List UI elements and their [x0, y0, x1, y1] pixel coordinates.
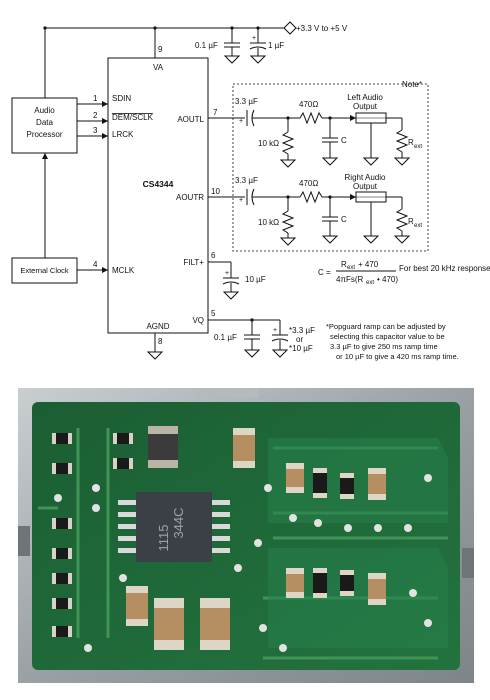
right-r10k-label: 10 kΩ: [258, 218, 279, 227]
formula-numerator: R: [341, 260, 347, 269]
vq-cap-or-label: or: [296, 335, 303, 344]
audio-data-processor: Audio Data Processor: [11, 97, 78, 154]
cs4344-chip-photo: 344C 1115: [118, 492, 230, 562]
right-output-line-2: Output: [353, 182, 378, 191]
formula-numerator-sub: ext: [347, 265, 355, 271]
pin-va-number: 9: [158, 45, 163, 54]
supply-rail: +3.3 V to +5 V 9: [43, 21, 348, 98]
right-lower-components: [286, 568, 386, 605]
pin-vq: VQ: [192, 316, 204, 325]
right-c-label: C: [341, 215, 347, 224]
formula-note: For best 20 kHz response: [399, 264, 490, 273]
note-label: Note*: [402, 80, 422, 89]
schematic-diagram: +3.3 V to +5 V 9 0.1 µF + 1 µF CS4344 VA…: [11, 21, 490, 361]
right-rext-label: R: [408, 217, 414, 226]
pin-mclk: MCLK: [112, 266, 135, 275]
ceramic-cap-bottom: [126, 586, 148, 626]
pin-aoutl-number: 7: [213, 108, 218, 117]
left-output-filter: 7 3.3 µF + 470Ω 10 kΩ C Left Audio Outpu…: [208, 93, 422, 168]
right-output-line-1: Right Audio: [345, 173, 386, 182]
svg-text:+: +: [239, 118, 243, 125]
supply-cap-0-1uf: 0.1 µF: [195, 26, 241, 64]
pcb-vias: [54, 474, 432, 652]
pin-lrck: LRCK: [112, 130, 134, 139]
formula-lhs: C =: [318, 268, 331, 277]
vq-caps: 5 0.1 µF + *3.3 µF or *10 µF: [208, 309, 315, 358]
svg-text:+: +: [225, 270, 229, 277]
right-rext-sub: ext: [414, 223, 422, 229]
agnd-ground: 8: [146, 333, 164, 360]
right-r470-label: 470Ω: [299, 179, 318, 188]
pin-sdin-number: 1: [93, 94, 98, 103]
external-clock: External Clock 4: [11, 153, 108, 284]
popguard-line-4: or 10 µF to give a 420 ms ramp time.: [336, 352, 459, 361]
external-clock-label: External Clock: [20, 266, 69, 275]
filt-cap-label: 10 µF: [245, 275, 266, 284]
pin-dem-sclk: DEM/SCLK: [112, 113, 154, 122]
formula-numerator-rest: + 470: [358, 260, 379, 269]
left-rext-sub: ext: [414, 144, 422, 150]
formula-denominator-rest: • 470): [377, 275, 398, 284]
popguard-line-1: *Popguard ramp can be adjusted by: [326, 322, 446, 331]
pin-aoutr: AOUTR: [176, 193, 204, 202]
formula-denominator: 4πFs(R: [336, 275, 364, 284]
pin-lrck-number: 3: [93, 126, 98, 135]
supply-cap-1uf-label: 1 µF: [268, 41, 284, 50]
filt-cap: 6 + 10 µF: [208, 251, 266, 300]
popguard-line-2: selecting this capacitor value to be: [330, 332, 445, 341]
pin-aoutl: AOUTL: [177, 115, 204, 124]
left-c-label: C: [341, 136, 347, 145]
pin-va: VA: [153, 63, 164, 72]
pin-mclk-number: 4: [93, 260, 98, 269]
chip-marking-1: 344C: [171, 507, 186, 538]
right-upper-components: [286, 463, 386, 500]
pin-filt: FILT+: [183, 258, 204, 267]
popguard-line-3: 3.3 µF to give 250 ms ramp time: [330, 342, 438, 351]
supply-cap-1uf: + 1 µF: [249, 26, 284, 64]
left-resistor-column: [52, 433, 133, 637]
pin-agnd-number: 8: [158, 337, 163, 346]
pin-dem-number: 2: [93, 111, 98, 120]
popguard-note: *Popguard ramp can be adjusted by select…: [326, 322, 459, 361]
ceramic-cap-top: [233, 428, 255, 468]
vq-cap-0-1uf-label: 0.1 µF: [214, 333, 237, 342]
left-cap-label: 3.3 µF: [235, 97, 258, 106]
left-r10k-label: 10 kΩ: [258, 139, 279, 148]
supply-label: +3.3 V to +5 V: [296, 24, 348, 33]
processor-line-3: Processor: [26, 130, 62, 139]
right-cap-label: 3.3 µF: [235, 176, 258, 185]
formula-denominator-sub: ext: [366, 280, 374, 286]
svg-text:+: +: [239, 197, 243, 204]
output-filter-note-box: Note*: [232, 80, 429, 252]
capacitor-formula: C = R ext + 470 4πFs(R ext • 470) For be…: [318, 260, 490, 286]
supply-cap-0-1uf-label: 0.1 µF: [195, 41, 218, 50]
processor-line-1: Audio: [34, 106, 55, 115]
pin-aoutr-number: 10: [211, 187, 220, 196]
right-output-filter: 10 3.3 µF + 470Ω 10 kΩ C Right Audio Out…: [208, 173, 422, 246]
pin-filt-number: 6: [211, 251, 216, 260]
chip-marking-2: 1115: [156, 525, 171, 552]
digital-bus: 1 2 3: [77, 94, 108, 139]
pcb-photo: 344C 1115: [18, 388, 474, 683]
pin-agnd: AGND: [146, 322, 169, 331]
left-rext-label: R: [408, 138, 414, 147]
svg-text:+: +: [252, 35, 256, 42]
svg-text:+: +: [273, 327, 277, 334]
chip-name: CS4344: [143, 179, 174, 189]
left-output-line-1: Left Audio: [347, 93, 383, 102]
pin-sdin: SDIN: [112, 94, 131, 103]
cs4344-chip: CS4344 VA SDIN DEM/SCLK LRCK MCLK AOUTL …: [107, 57, 209, 334]
vq-cap-10-label: *10 µF: [289, 344, 313, 353]
vq-cap-33-label: *3.3 µF: [289, 326, 315, 335]
left-r470-label: 470Ω: [299, 100, 318, 109]
processor-line-2: Data: [36, 118, 53, 127]
left-output-line-2: Output: [353, 102, 378, 111]
pin-vq-number: 5: [211, 309, 216, 318]
